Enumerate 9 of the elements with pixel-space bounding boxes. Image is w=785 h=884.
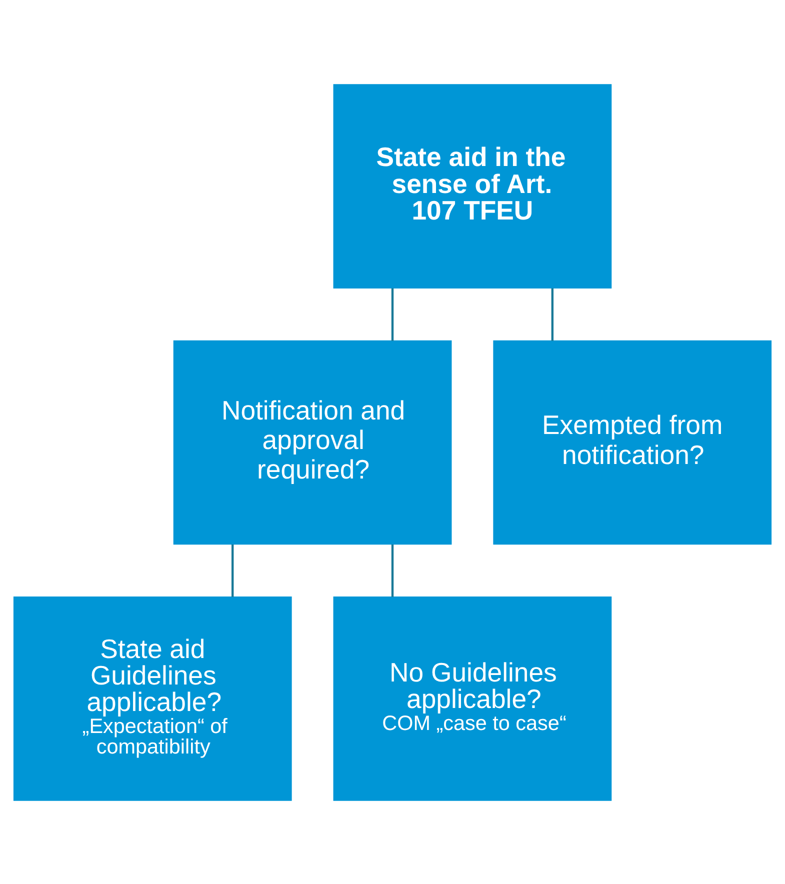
connector: [551, 288, 554, 340]
node-box: Exempted from notification?: [493, 340, 772, 544]
node-box: No Guidelines applicable? COM „case to case“: [333, 596, 612, 800]
connector: [231, 544, 234, 597]
node-box: State aid Guidelines applicable? „Expectation“ of compatibility: [13, 596, 292, 800]
connector: [391, 288, 394, 340]
connector: [391, 544, 394, 597]
node-box: State aid in the sense of Art. 107 TFEU: [333, 84, 612, 288]
node-box: Notification and approval required?: [173, 340, 452, 544]
